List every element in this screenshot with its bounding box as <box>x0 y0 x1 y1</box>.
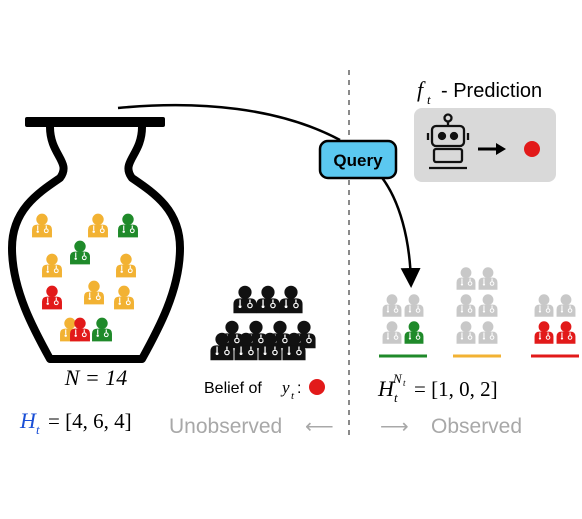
unobserved-person-icon <box>382 320 402 345</box>
observed-label: ⟶ Observed <box>380 415 522 438</box>
patient-icon-yellow <box>83 280 105 305</box>
belief-red-dot <box>309 379 325 395</box>
h-obs-symbol: H <box>377 376 395 401</box>
unobserved-person-icon <box>404 293 424 318</box>
belief-colon: : <box>297 380 301 397</box>
observed-red-icon <box>556 320 576 345</box>
query-label: Query <box>333 151 383 170</box>
crowd-icon <box>209 285 317 361</box>
person-icon <box>278 285 304 314</box>
query-out-arrow <box>379 174 421 288</box>
prediction-red-dot <box>524 141 540 157</box>
observed-groups <box>379 266 579 358</box>
h-t-subscript: t <box>36 422 40 437</box>
patient-icon-yellow <box>87 213 109 238</box>
unobserved-arrow-icon: ⟵ <box>305 416 334 438</box>
patient-icon-green <box>69 240 91 265</box>
prediction-f-subscript: t <box>427 92 431 107</box>
prediction-label: - Prediction <box>441 80 542 102</box>
h-observed-equation: H t N t = [1, 0, 2] <box>377 371 498 405</box>
observed-text: Observed <box>431 415 522 438</box>
vase <box>8 117 184 363</box>
prediction-f: f <box>417 77 426 102</box>
query-in-connector <box>117 103 341 142</box>
unobserved-person-icon <box>478 320 498 345</box>
unobserved-person-icon <box>456 320 476 345</box>
unobserved-person-icon <box>534 293 554 318</box>
belief-text: Belief of <box>204 380 262 397</box>
vase-patients <box>31 213 139 342</box>
unobserved-person-icon <box>456 293 476 318</box>
person-icon <box>232 285 258 314</box>
prediction-arrow <box>478 143 506 155</box>
unobserved-text: Unobserved <box>169 415 282 438</box>
belief-y-subscript: t <box>291 390 295 402</box>
unobserved-person-icon <box>456 266 476 291</box>
patient-icon-green <box>91 317 113 342</box>
belief-y: y <box>280 378 290 397</box>
observed-arrow-icon: ⟶ <box>380 416 409 438</box>
patient-icon-yellow <box>41 253 63 278</box>
prediction-title: f t - Prediction <box>417 77 542 107</box>
h-t-symbol: H <box>19 408 37 433</box>
patient-icon-yellow <box>31 213 53 238</box>
unobserved-person-icon <box>556 293 576 318</box>
unobserved-person-icon <box>478 266 498 291</box>
query-box[interactable]: Query <box>318 139 398 180</box>
h-t-equation: H t = [4, 6, 4] <box>19 408 132 437</box>
person-icon <box>255 285 281 314</box>
h-obs-value: = [1, 0, 2] <box>414 377 498 401</box>
patient-icon-green <box>117 213 139 238</box>
unobserved-person-icon <box>382 293 402 318</box>
belief-label: Belief of y t : <box>204 378 301 402</box>
n-equation: N = 14 <box>64 365 128 390</box>
observed-red-icon <box>534 320 554 345</box>
h-obs-superscript: N <box>392 371 403 386</box>
robot-icon <box>426 113 470 170</box>
patient-icon-yellow <box>115 253 137 278</box>
h-obs-superscript-subscript: t <box>403 378 406 388</box>
unobserved-person-icon <box>478 293 498 318</box>
patient-icon-red <box>41 285 63 310</box>
h-t-value: = [4, 6, 4] <box>48 409 132 433</box>
patient-icon-yellow <box>113 285 135 310</box>
h-obs-subscript: t <box>394 390 398 405</box>
n-label: N = 14 <box>64 365 128 390</box>
unobserved-label: Unobserved ⟵ <box>169 415 334 438</box>
observed-green-icon <box>404 320 424 345</box>
